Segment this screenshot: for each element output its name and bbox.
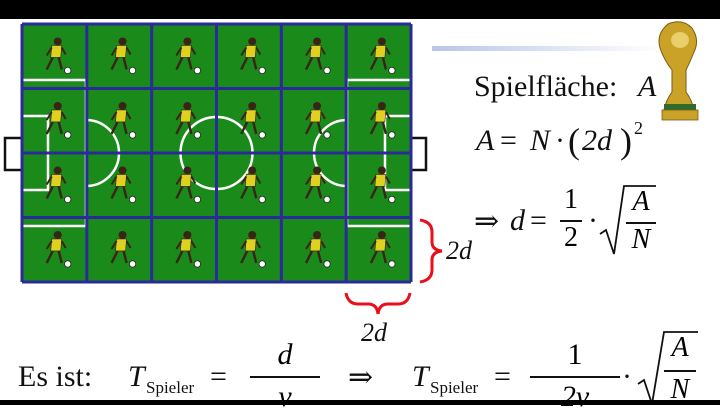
player-icon (304, 166, 331, 204)
area-eq: = (500, 124, 517, 157)
player-icon (304, 101, 331, 139)
player-icon (45, 166, 72, 204)
d-frac-num: 1 (564, 184, 578, 215)
d-eq: = (530, 204, 547, 237)
player-icon (45, 37, 72, 75)
player-icon (45, 101, 72, 139)
player-icon (175, 101, 201, 139)
pitch-layer (3, 22, 428, 284)
player-icon (175, 230, 201, 268)
spielflaeche-label: Spielfläche: (474, 70, 618, 103)
player-icon (369, 37, 396, 75)
area-paren-close: ) (620, 121, 632, 161)
t2-subscript: Spieler (430, 378, 479, 397)
player-icon (369, 166, 396, 204)
area-exponent: 2 (634, 118, 643, 138)
area-paren-open: ( (568, 121, 580, 161)
d-dot: · (588, 204, 598, 237)
right-goal (409, 136, 428, 172)
soccer-field-diagram (3, 21, 699, 315)
brace-right (419, 218, 443, 284)
player-icon (369, 101, 396, 139)
player-icon (304, 230, 331, 268)
title-accent-line (432, 46, 662, 51)
player-icon (304, 37, 331, 75)
area-inner: 2d (582, 124, 612, 157)
frac1-num: d (277, 338, 293, 371)
bottom-arrow: ⇒ (348, 361, 374, 394)
bottom-sqrt-den: N (670, 374, 690, 405)
bottom-dot: · (622, 360, 632, 393)
player-icon (240, 37, 266, 75)
t1-symbol: T (128, 360, 145, 393)
brace-bottom-label: 2d (361, 318, 387, 347)
d-frac-den: 2 (564, 222, 578, 253)
d-lhs: d (510, 204, 525, 237)
player-icon (369, 230, 396, 268)
bottom-sqrt-num: A (671, 332, 689, 363)
es-ist-label: Es ist: (18, 360, 93, 393)
player-icon (240, 101, 266, 139)
world-cup-trophy-icon (658, 21, 699, 121)
brace-right-label: 2d (446, 236, 472, 265)
d-sqrt-sign (599, 185, 656, 255)
area-lhs: A (476, 124, 495, 157)
player-icon (175, 166, 201, 204)
player-icon (110, 166, 137, 204)
frac1-den: v (278, 380, 292, 413)
d-frac-bar (560, 220, 582, 222)
spielflaeche-var: A (638, 70, 657, 103)
d-arrow: ⇒ (474, 205, 500, 238)
eq1: = (210, 360, 227, 393)
d-sqrt-num: A (632, 186, 650, 217)
bottom-sqrt-bar (664, 370, 696, 372)
brace-bottom (344, 292, 412, 315)
player-icon (110, 230, 137, 268)
top-black-bar (0, 0, 720, 19)
bottom-edge-bar (0, 400, 720, 405)
frac2-bar (530, 376, 620, 378)
t2-symbol: T (412, 360, 429, 393)
player-icon (110, 101, 137, 139)
d-sqrt-den: N (631, 224, 651, 255)
frac2-num: 1 (567, 338, 583, 371)
player-icon (175, 37, 201, 75)
left-goal (3, 136, 24, 172)
area-n: N (530, 124, 551, 157)
frac1-bar (250, 376, 320, 378)
player-icon (45, 230, 72, 268)
eq2: = (494, 360, 511, 393)
player-icon (240, 166, 266, 204)
area-dot: · (555, 124, 565, 157)
player-icon (240, 230, 266, 268)
player-icon (110, 37, 137, 75)
t1-subscript: Spieler (146, 378, 195, 397)
frac2-den: 2v (560, 380, 590, 413)
d-sqrt-bar (626, 222, 656, 224)
